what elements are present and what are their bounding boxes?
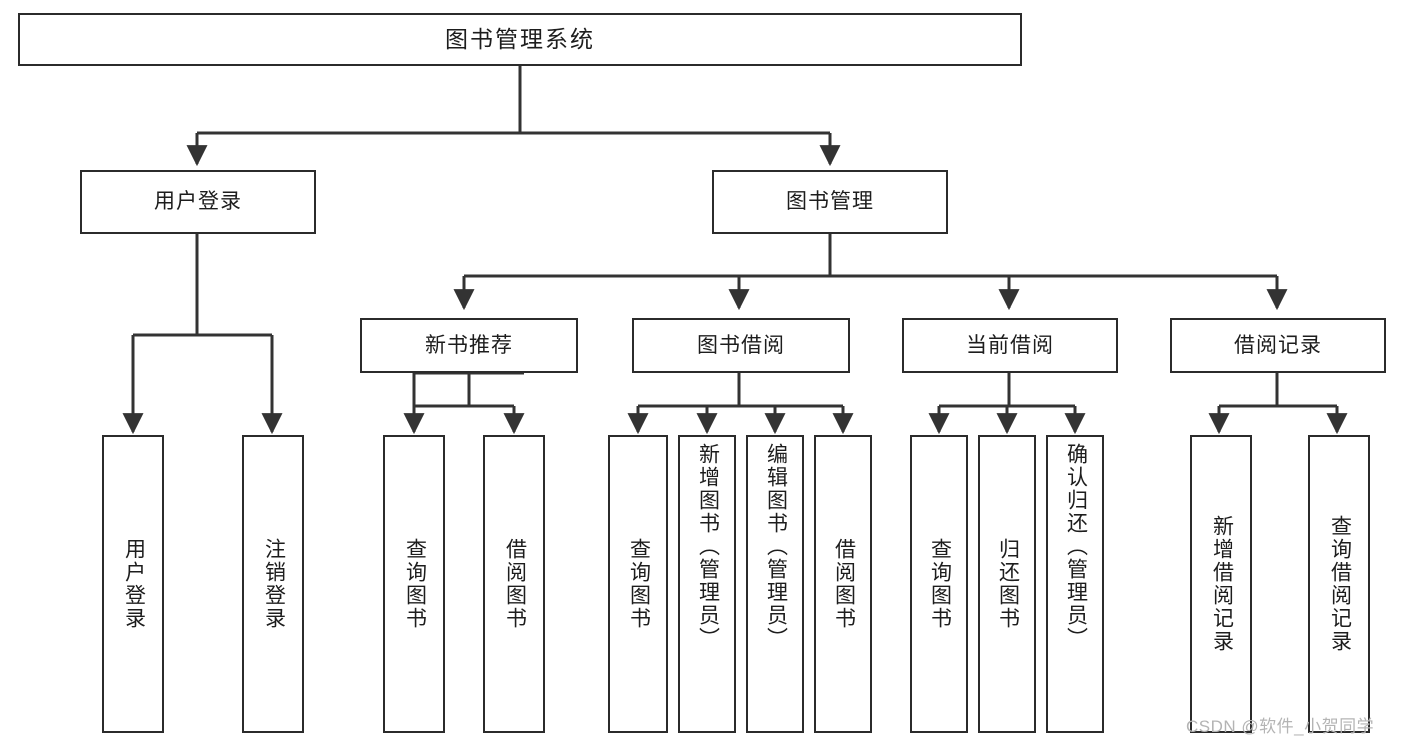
node-root-title-label: 图书管理系统 [445,25,595,52]
node-borrow-record[interactable]: 借阅记录 [1170,318,1386,373]
node-book-management-label: 图书管理 [786,190,874,214]
csdn-watermark: CSDN @软件_小贺同学 [1186,717,1375,736]
leaf-confirm-return[interactable]: 确认归还（管理员） [1046,435,1104,733]
node-new-book-recommend[interactable]: 新书推荐 [360,318,578,373]
node-current-borrow-label: 当前借阅 [966,333,1054,357]
leaf-query-record[interactable]: 查询借阅记录 [1308,435,1370,733]
leaf-borrow-book-1-label: 借阅图书 [503,538,527,630]
leaf-confirm-return-label: 确认归还（管理员） [1064,443,1088,650]
leaf-query-book-3[interactable]: 查询图书 [910,435,968,733]
leaf-query-record-label: 查询借阅记录 [1328,515,1352,653]
leaf-borrow-book-1[interactable]: 借阅图书 [483,435,545,733]
leaf-add-record[interactable]: 新增借阅记录 [1190,435,1252,733]
node-book-management[interactable]: 图书管理 [712,170,948,234]
leaf-logout-login[interactable]: 注销登录 [242,435,304,733]
leaf-return-book-label: 归还图书 [996,538,1020,630]
leaf-logout-login-label: 注销登录 [262,538,286,630]
leaf-query-book-1-label: 查询图书 [403,538,427,630]
leaf-query-book-1[interactable]: 查询图书 [383,435,445,733]
node-root-title[interactable]: 图书管理系统 [18,13,1022,66]
leaf-add-book-label: 新增图书（管理员） [696,443,720,650]
node-user-login[interactable]: 用户登录 [80,170,316,234]
leaf-return-book[interactable]: 归还图书 [978,435,1036,733]
node-book-borrow-label: 图书借阅 [697,333,785,357]
node-current-borrow[interactable]: 当前借阅 [902,318,1118,373]
leaf-query-book-3-label: 查询图书 [928,538,952,630]
leaf-query-book-2-label: 查询图书 [627,538,651,630]
node-new-book-recommend-label: 新书推荐 [425,333,513,357]
leaf-edit-book[interactable]: 编辑图书（管理员） [746,435,804,733]
node-book-borrow[interactable]: 图书借阅 [632,318,850,373]
leaf-borrow-book-2-label: 借阅图书 [832,538,856,630]
leaf-add-book[interactable]: 新增图书（管理员） [678,435,736,733]
leaf-borrow-book-2[interactable]: 借阅图书 [814,435,872,733]
node-borrow-record-label: 借阅记录 [1234,333,1322,357]
node-user-login-label: 用户登录 [154,190,242,214]
leaf-edit-book-label: 编辑图书（管理员） [764,443,788,650]
leaf-query-book-2[interactable]: 查询图书 [608,435,668,733]
leaf-user-login-label: 用户登录 [122,538,146,630]
leaf-add-record-label: 新增借阅记录 [1210,515,1234,653]
leaf-user-login[interactable]: 用户登录 [102,435,164,733]
